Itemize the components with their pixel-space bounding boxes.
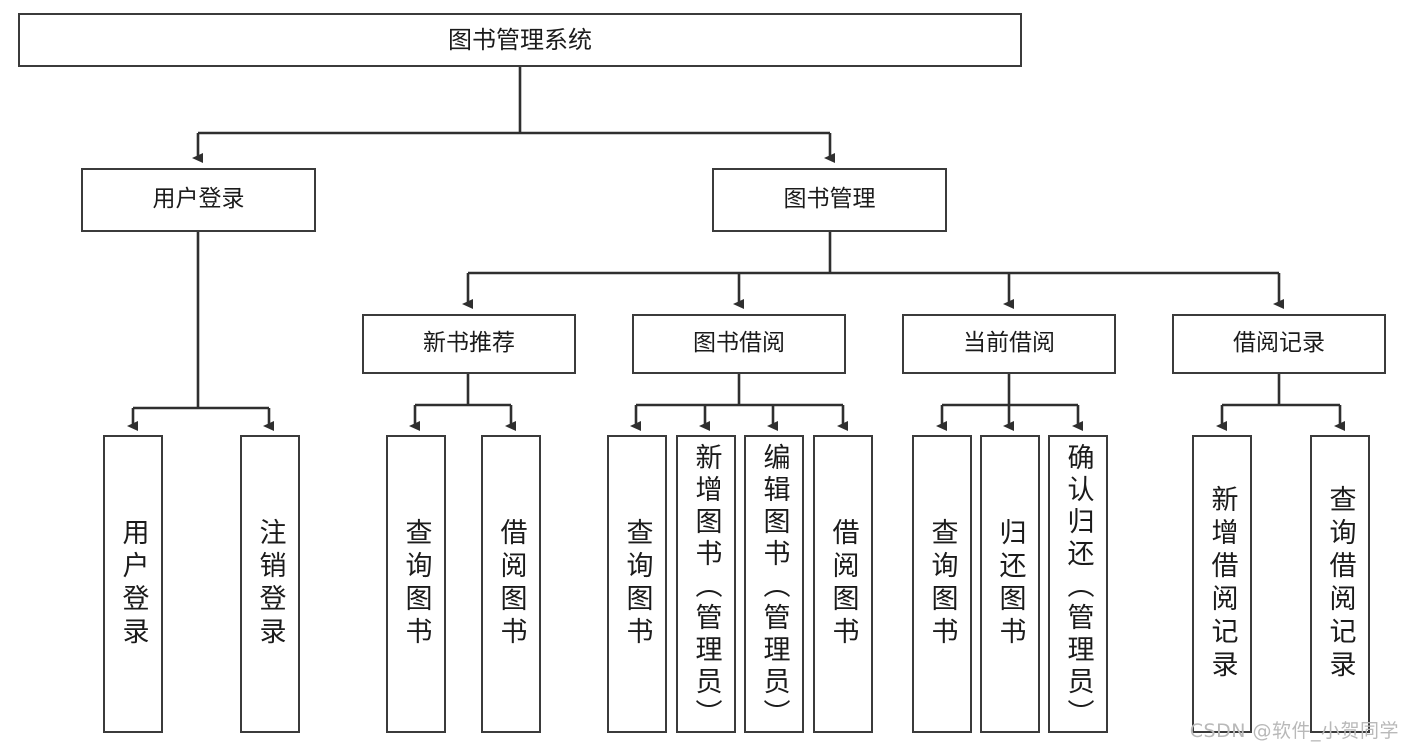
node-leaf-add-book-label: 新增图书（管理员） (690, 443, 722, 731)
node-current-borrow[interactable]: 当前借阅 (902, 314, 1116, 374)
node-borrow-record-label: 借阅记录 (1233, 330, 1325, 357)
node-book-manage[interactable]: 图书管理 (712, 168, 947, 232)
node-leaf-borrow-book-1[interactable]: 借阅图书 (481, 435, 541, 733)
node-leaf-confirm-return-label: 确认归还（管理员） (1062, 443, 1094, 731)
node-root[interactable]: 图书管理系统 (18, 13, 1022, 67)
node-leaf-borrow-book-2-label: 借阅图书 (827, 518, 859, 650)
node-user-login[interactable]: 用户登录 (81, 168, 316, 232)
node-leaf-query-record[interactable]: 查询借阅记录 (1310, 435, 1370, 733)
node-leaf-add-record-label: 新增借阅记录 (1206, 485, 1238, 683)
node-leaf-return-book[interactable]: 归还图书 (980, 435, 1040, 733)
node-current-borrow-label: 当前借阅 (963, 330, 1055, 357)
node-leaf-borrow-book-2[interactable]: 借阅图书 (813, 435, 873, 733)
node-leaf-query-book-2[interactable]: 查询图书 (607, 435, 667, 733)
node-borrow-record[interactable]: 借阅记录 (1172, 314, 1386, 374)
node-new-book-rec[interactable]: 新书推荐 (362, 314, 576, 374)
node-leaf-return-book-label: 归还图书 (994, 518, 1026, 650)
node-leaf-query-book-2-label: 查询图书 (621, 518, 653, 650)
node-leaf-query-book-3-label: 查询图书 (926, 518, 958, 650)
node-leaf-query-book-1-label: 查询图书 (400, 518, 432, 650)
node-user-login-label: 用户登录 (152, 186, 245, 213)
node-leaf-add-book[interactable]: 新增图书（管理员） (676, 435, 736, 733)
node-leaf-user-login[interactable]: 用户登录 (103, 435, 163, 733)
node-leaf-query-book-1[interactable]: 查询图书 (386, 435, 446, 733)
node-leaf-edit-book-label: 编辑图书（管理员） (758, 443, 790, 731)
node-leaf-user-login-label: 用户登录 (117, 518, 149, 650)
node-leaf-query-book-3[interactable]: 查询图书 (912, 435, 972, 733)
node-book-borrow-label: 图书借阅 (693, 330, 785, 357)
node-root-label: 图书管理系统 (448, 25, 592, 54)
node-leaf-borrow-book-1-label: 借阅图书 (495, 518, 527, 650)
node-leaf-confirm-return[interactable]: 确认归还（管理员） (1048, 435, 1108, 733)
node-leaf-logout-label: 注销登录 (254, 518, 286, 650)
watermark: CSDN @软件_小贺同学 (1189, 720, 1399, 742)
node-leaf-add-record[interactable]: 新增借阅记录 (1192, 435, 1252, 733)
node-book-manage-label: 图书管理 (783, 186, 876, 213)
node-leaf-edit-book[interactable]: 编辑图书（管理员） (744, 435, 804, 733)
node-leaf-query-record-label: 查询借阅记录 (1324, 485, 1356, 683)
node-book-borrow[interactable]: 图书借阅 (632, 314, 846, 374)
node-leaf-logout[interactable]: 注销登录 (240, 435, 300, 733)
node-new-book-rec-label: 新书推荐 (423, 330, 515, 357)
